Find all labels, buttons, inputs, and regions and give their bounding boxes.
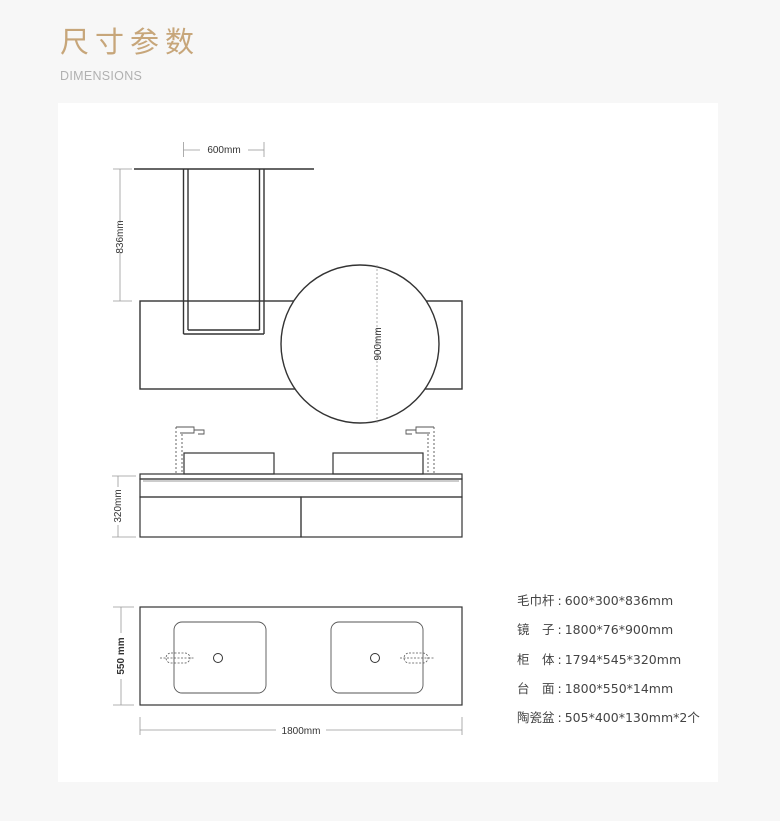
spec-label: 台 面 — [517, 680, 555, 696]
drawer-left — [139, 496, 302, 538]
dim-towel-height: 836mm — [115, 220, 126, 253]
towel-rack — [182, 169, 265, 335]
basin-bowl-left — [173, 621, 267, 694]
drain-left — [213, 653, 223, 663]
dimension-panel: 600mm 836mm 900mm — [58, 103, 718, 782]
spec-value: 505*400*130mm*2个 — [564, 710, 700, 726]
spec-row: 毛巾杆:600*300*836mm — [517, 589, 700, 618]
spec-value: 1800*550*14mm — [564, 680, 674, 696]
spec-label: 毛巾杆 — [517, 593, 555, 608]
faucet-right — [405, 426, 435, 474]
spec-label: 镜 子 — [517, 622, 555, 638]
dimension-drawing: 600mm 836mm 900mm — [112, 142, 463, 737]
faucet-plan-right — [400, 652, 434, 664]
spec-row: 陶瓷盆:505*400*130mm*2个 — [517, 706, 700, 735]
faucet-left — [175, 426, 205, 474]
page-subtitle: DIMENSIONS — [60, 69, 143, 83]
basin-right — [332, 452, 424, 475]
top-plan — [139, 606, 463, 706]
drain-right — [370, 653, 380, 663]
spec-value: 1794*545*320mm — [564, 651, 682, 667]
page-title: 尺寸参数 — [60, 25, 201, 59]
spec-value: 1800*76*900mm — [564, 622, 674, 638]
spec-list: 毛巾杆:600*300*836mm 镜 子:1800*76*900mm 柜 体:… — [517, 589, 700, 735]
countertop-plan — [139, 606, 463, 706]
spec-value: 600*300*836mm — [564, 593, 674, 608]
dim-towel-width: 600mm — [207, 145, 240, 156]
basin-left — [183, 452, 275, 475]
spec-row: 柜 体:1794*545*320mm — [517, 648, 700, 677]
spec-row: 镜 子:1800*76*900mm — [517, 618, 700, 647]
dim-top-depth: 550 mm — [116, 637, 127, 674]
dim-mirror-diameter: 900mm — [373, 327, 384, 360]
cabinet-elevation — [139, 452, 463, 538]
drawer-right — [300, 496, 463, 538]
basin-bowl-right — [330, 621, 424, 694]
faucet-plan-left — [160, 652, 194, 664]
countertop — [139, 473, 463, 480]
spec-row: 台 面:1800*550*14mm — [517, 677, 700, 706]
spec-label: 陶瓷盆 — [517, 710, 555, 726]
vanity-top-strip — [139, 478, 463, 498]
dim-cabinet-height: 320mm — [113, 489, 124, 522]
dim-top-width: 1800mm — [282, 726, 321, 737]
round-mirror — [280, 264, 440, 424]
spec-label: 柜 体 — [517, 651, 555, 667]
